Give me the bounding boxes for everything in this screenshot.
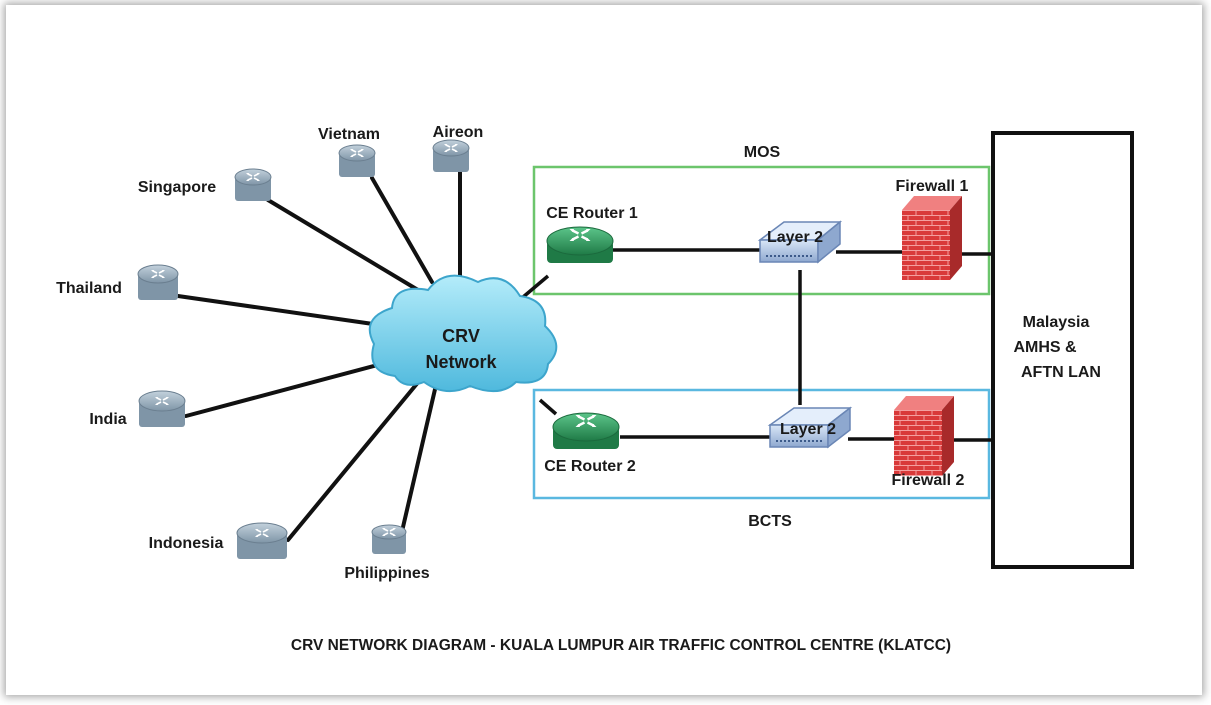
lan-label-line2: AMHS & [1013, 339, 1077, 356]
lan-label-line3: AFTN LAN [1021, 364, 1101, 381]
cloud-icon [368, 274, 558, 393]
backbone-links [514, 248, 993, 442]
ce-router-1-label: CE Router 1 [546, 205, 638, 222]
site-label-vietnam: Vietnam [318, 126, 380, 143]
router-icon-ce1 [546, 226, 614, 263]
bcts-zone-label: BCTS [748, 513, 792, 530]
cloud-label-line1: CRV [442, 326, 480, 346]
router-icon-singapore [234, 168, 272, 201]
site-label-philippines: Philippines [344, 565, 429, 582]
bcts-zone [532, 388, 991, 500]
router-icon-philippines [371, 524, 407, 554]
router-icon-aireon [432, 139, 470, 172]
router-icon-ce2 [552, 412, 620, 449]
mos-zone-label: MOS [744, 144, 781, 161]
site-label-aireon: Aireon [433, 124, 484, 141]
router-icon-vietnam [338, 144, 376, 177]
switch-2-label: Layer 2 [780, 421, 836, 438]
cloud-label-line2: Network [425, 352, 497, 372]
diagram-caption: CRV NETWORK DIAGRAM - KUALA LUMPUR AIR T… [291, 637, 951, 654]
firewall-icon-2 [894, 396, 954, 476]
spoke-links [176, 168, 462, 542]
firewall-2-label: Firewall 2 [892, 472, 965, 489]
site-label-singapore: Singapore [138, 179, 216, 196]
ce-router-2-label: CE Router 2 [544, 458, 636, 475]
firewall-1-label: Firewall 1 [896, 178, 969, 195]
link-indonesia [286, 378, 422, 542]
router-icon-indonesia [236, 522, 288, 559]
link-vietnam [370, 176, 434, 284]
switch-icon-layer2-1 [757, 220, 843, 264]
link-india [184, 361, 387, 418]
link-singapore [266, 198, 420, 292]
switch-1-label: Layer 2 [767, 229, 823, 246]
mos-zone [532, 165, 991, 296]
link-philippines [398, 383, 438, 542]
site-label-indonesia: Indonesia [149, 535, 224, 552]
link-thailand [176, 294, 382, 327]
site-label-thailand: Thailand [56, 280, 122, 297]
lan-label-line1: Malaysia [1023, 314, 1090, 331]
switch-icon-layer2-2 [767, 406, 853, 449]
site-label-india: India [89, 411, 126, 428]
router-icon-india [138, 390, 186, 427]
router-icon-thailand [137, 264, 179, 300]
firewall-icon-1 [902, 196, 962, 280]
lan-box [991, 131, 1134, 569]
